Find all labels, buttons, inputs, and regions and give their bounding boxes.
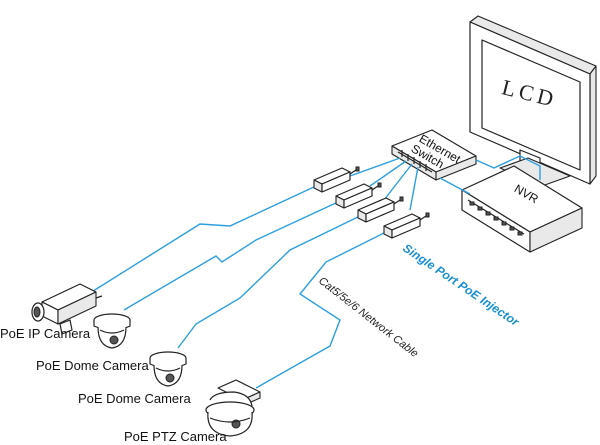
poe-injector-1 xyxy=(313,166,360,193)
switch-ports xyxy=(397,150,433,173)
nvr-front-panel xyxy=(467,199,525,236)
dome-camera-1-label: PoE Dome Camera xyxy=(36,358,149,373)
cable-switch-injector-2 xyxy=(369,160,407,187)
poe-injector-4 xyxy=(383,212,430,239)
cable-switch-injector-4 xyxy=(409,166,419,211)
injector-label: Single Port PoE Injector xyxy=(400,241,522,330)
cable-switch-injector-3 xyxy=(383,163,413,201)
network-cables xyxy=(81,155,541,389)
cable-ip-camera xyxy=(81,185,317,299)
cable-switch-to-nvr-2 xyxy=(439,177,471,195)
lcd-monitor: LCD xyxy=(469,15,597,187)
ptz-camera xyxy=(205,379,261,437)
dome-camera-1 xyxy=(93,313,131,349)
cable-dome-camera-2 xyxy=(177,215,361,349)
cable-dome-camera-1 xyxy=(123,201,339,311)
poe-injector-3 xyxy=(357,196,404,223)
cable-switch-nvr xyxy=(475,155,541,180)
dome-camera-2-label: PoE Dome Camera xyxy=(78,391,191,406)
ethernet-switch: Ethernet Switch xyxy=(391,129,477,181)
cable-switch-injector-1 xyxy=(341,157,401,179)
poe-injectors xyxy=(313,166,430,239)
nvr: NVR xyxy=(461,165,583,253)
dome-camera-2 xyxy=(149,351,187,387)
ip-camera-label: PoE IP Camera xyxy=(0,326,91,341)
cable-label: Cat5/5e/6 Network Cable xyxy=(316,275,420,360)
poe-injector-2 xyxy=(335,182,382,209)
cable-ptz-camera xyxy=(255,231,387,389)
ip-camera xyxy=(31,283,103,335)
ptz-camera-label: PoE PTZ Camera xyxy=(124,429,227,444)
